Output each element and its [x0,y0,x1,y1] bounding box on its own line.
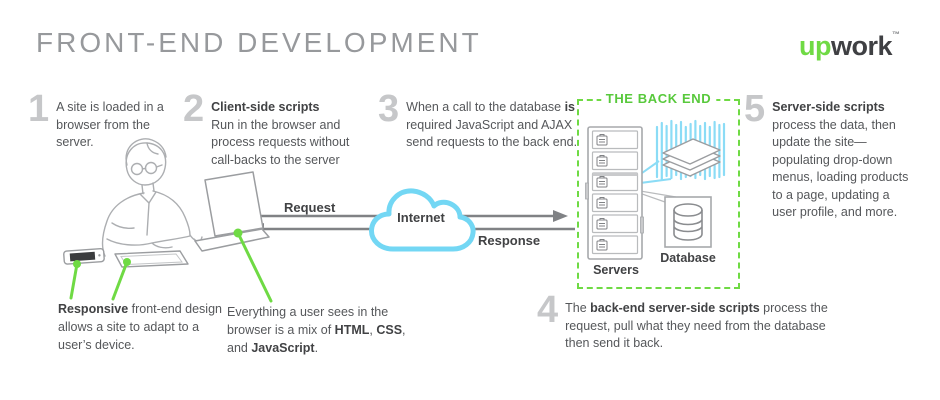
step-2: 2 Client-side scripts Run in the browser… [183,88,373,169]
step-3-text: When a call to the database is required … [406,100,578,149]
step-2-text: Client-side scripts Run in the browser a… [211,100,350,167]
logo-trademark: ™ [892,30,900,39]
person-illustration [63,138,270,268]
script-layers-icon [662,138,721,177]
internet-cloud-icon [369,188,476,252]
step-5-number: 5 [744,88,766,130]
step-5-text: Server-side scripts process the data, th… [772,100,909,219]
callout-line-laptop [233,228,273,303]
glasses-icon [130,161,163,176]
laptop-icon [194,171,270,252]
step-5-heading: Server-side scripts [772,100,885,114]
everything-note: Everything a user sees in the browser is… [227,305,406,355]
back-end-label: THE BACK END [600,91,717,106]
database-icon [664,196,712,248]
step-2-heading: Client-side scripts [211,100,320,114]
back-end-panel: THE BACK END [577,91,740,289]
responsive-note: Responsive front-end design allows a sit… [58,302,222,352]
response-label: Response [478,233,541,248]
upwork-logo: upwork™ [799,30,900,62]
step-1: 1 A site is loaded in a browser from the… [28,88,178,152]
step-5: 5 Server-side scripts process the data, … [744,88,924,222]
servers-icon [585,126,644,260]
step-4-number: 4 [537,289,559,331]
phone-icon [63,247,105,265]
logo-up: up [798,31,832,61]
servers-label: Servers [593,263,639,277]
logo-work: work [830,31,893,61]
callout-line-tablet [111,258,131,301]
internet-label: Internet [397,210,445,225]
step-3: 3 When a call to the database is require… [378,88,578,152]
tablet-icon [114,250,189,268]
step-2-number: 2 [183,88,205,130]
request-label: Request [284,200,336,215]
database-label: Database [660,251,716,265]
step-1-number: 1 [28,88,50,130]
back-end-diagram [585,119,726,260]
step-3-number: 3 [378,88,400,130]
step-1-text: A site is loaded in a browser from the s… [56,100,164,149]
step-4-text: The back-end server-side scripts process… [565,301,828,350]
step-4: 4 The back-end server-side scripts proce… [537,289,842,353]
page-title: FRONT-END DEVELOPMENT [36,27,482,58]
callout-line-phone [69,260,81,300]
